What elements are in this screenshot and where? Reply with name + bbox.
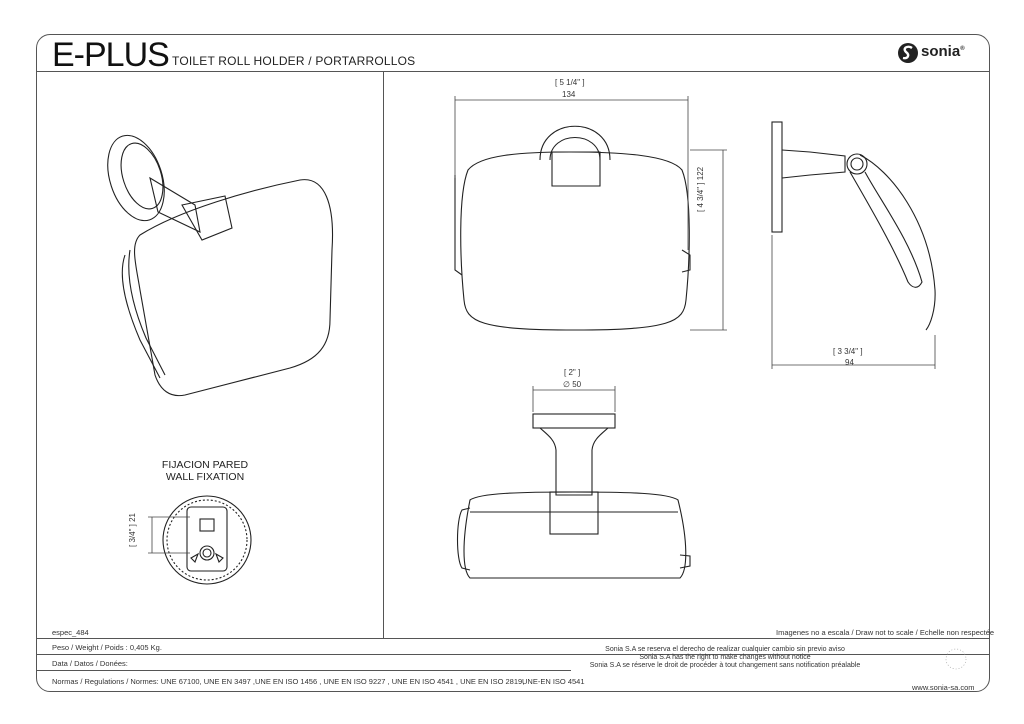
- data-text: Data / Datos / Donées:: [52, 659, 128, 668]
- front-view: [454, 125, 691, 331]
- height-dim: [ 4 3/4" ] 122: [696, 166, 705, 212]
- footer-divider-2: [36, 670, 571, 671]
- depth-dim-mm: 94: [845, 358, 854, 367]
- side-view: [771, 121, 936, 331]
- header-divider: [36, 71, 990, 72]
- width-dim-inch: [ 5 1/4" ]: [555, 78, 585, 87]
- width-dim-mm: 134: [562, 90, 576, 99]
- product-name: TOILET ROLL HOLDER / PORTARROLLOS: [172, 54, 416, 68]
- dimension-lines: [148, 96, 936, 554]
- wall-fixation-detail: [162, 495, 252, 585]
- isometric-view: [107, 134, 334, 397]
- diameter-dim-mm: ∅ 50: [563, 380, 582, 389]
- drawing-sheet: [36, 34, 990, 692]
- spec-code: espec_484: [52, 628, 89, 637]
- iso-text: UNE-EN ISO 4541: [522, 677, 585, 686]
- depth-dim-inch: [ 3 3/4" ]: [833, 347, 863, 356]
- view-divider: [383, 71, 384, 638]
- norms-text: Normas / Regulations / Normes: UNE 67100…: [52, 677, 525, 686]
- sonia-logo-icon: [898, 43, 918, 63]
- footer-divider-1: [36, 654, 990, 655]
- website-link[interactable]: www.sonia-sa.com: [912, 683, 975, 692]
- scale-note: Imagenes no a escala / Draw not to scale…: [776, 628, 995, 637]
- wall-fixation-dim: [ 3/4" ] 21: [128, 513, 137, 547]
- top-view: [456, 413, 691, 579]
- footer-divider-top: [36, 638, 990, 639]
- weight-text: Peso / Weight / Poids : 0,405 Kg.: [52, 643, 162, 652]
- diameter-dim-inch: [ 2" ]: [564, 368, 581, 377]
- brand-name: sonia®: [921, 43, 965, 60]
- wall-fixation-title: FIJACION PARED WALL FIXATION: [161, 459, 249, 483]
- eu-stars-icon: [945, 648, 967, 670]
- model-name: E-PLUS: [52, 36, 170, 74]
- legal-notice: Sonia S.A se reserva el derecho de reali…: [589, 646, 861, 669]
